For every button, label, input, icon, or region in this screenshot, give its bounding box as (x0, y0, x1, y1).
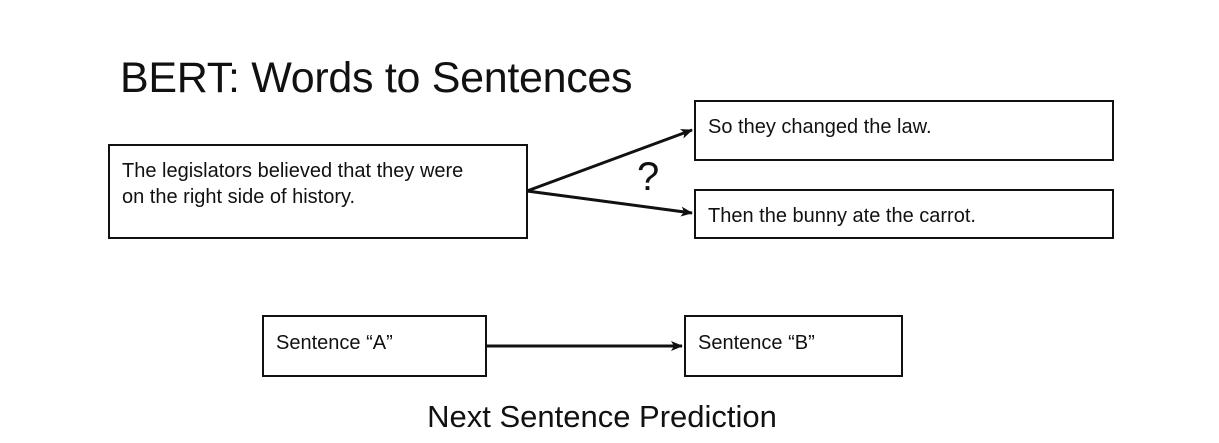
candidate-sentence-1: So they changed the law. (708, 116, 932, 138)
premise-line-2: on the right side of history. (122, 186, 356, 208)
sentence-a-box: Sentence “A” (262, 315, 487, 377)
diagram-title: BERT: Words to Sentences (120, 54, 633, 102)
sentence-b-box: Sentence “B” (684, 315, 903, 377)
candidate-sentence-2: Then the bunny ate the carrot. (708, 205, 976, 227)
arrow-to-candidate-2 (526, 189, 693, 217)
premise-sentence-box: The legislators believed that they were … (108, 144, 528, 239)
candidate-sentence-1-box: So they changed the law. (694, 100, 1114, 161)
candidate-sentence-2-box: Then the bunny ate the carrot. (694, 189, 1114, 239)
diagram-caption: Next Sentence Prediction (427, 399, 777, 434)
question-mark: ? (637, 155, 660, 199)
sentence-a-label: Sentence “A” (276, 332, 393, 354)
arrow-to-candidate-1 (526, 128, 693, 193)
sentence-b-label: Sentence “B” (698, 332, 815, 354)
premise-line-1: The legislators believed that they were (122, 160, 464, 182)
